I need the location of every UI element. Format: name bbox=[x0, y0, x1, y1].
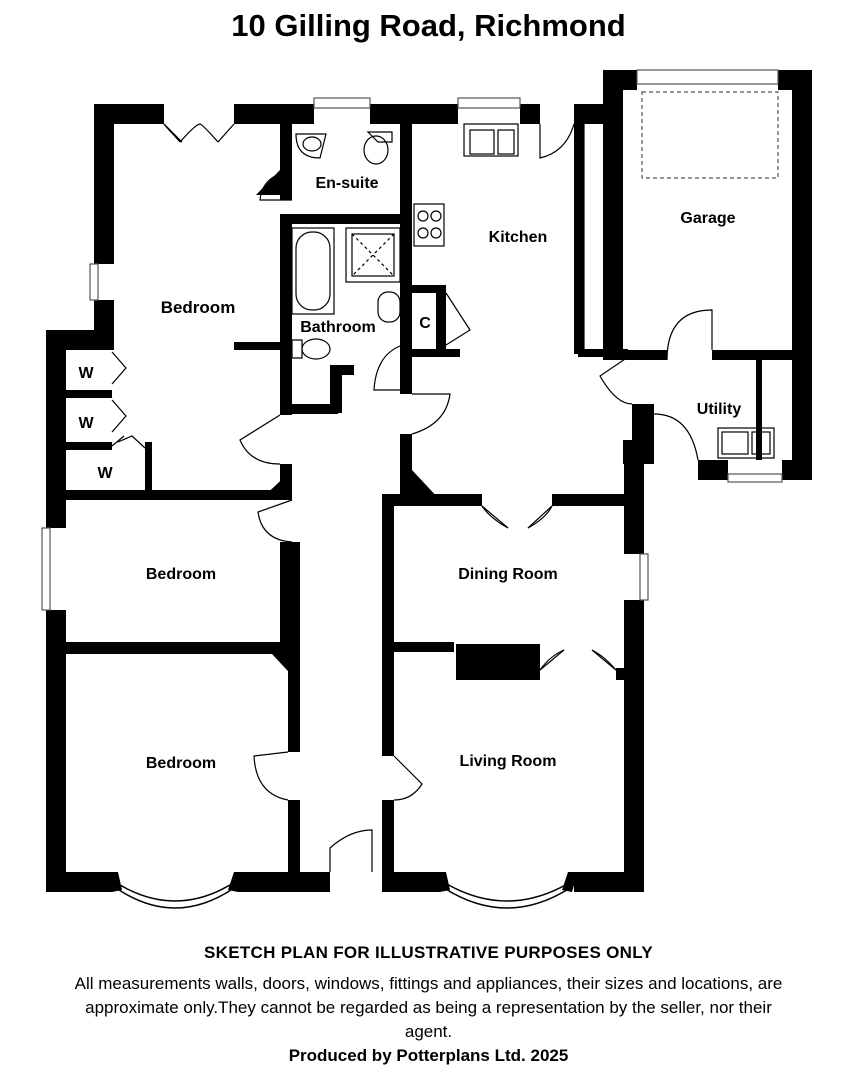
room-label-garage: Garage bbox=[680, 210, 735, 227]
room-label-bedroom-middle: Bedroom bbox=[146, 566, 216, 583]
room-label-bedroom-bottom: Bedroom bbox=[146, 755, 216, 772]
disclaimer-body: All measurements walls, doors, windows, … bbox=[74, 974, 783, 1041]
room-label-living-room: Living Room bbox=[460, 753, 557, 770]
floor-plan: Bedroom En-suite Bathroom Kitchen Garage… bbox=[41, 69, 812, 909]
room-label-kitchen: Kitchen bbox=[489, 229, 548, 246]
room-label-cupboard: C bbox=[419, 315, 431, 332]
walls bbox=[46, 70, 812, 892]
room-label-en-suite: En-suite bbox=[315, 175, 378, 192]
plan-title: 10 Gilling Road, Richmond bbox=[231, 8, 626, 43]
disclaimer-heading: SKETCH PLAN FOR ILLUSTRATIVE PURPOSES ON… bbox=[204, 943, 653, 962]
fixtures bbox=[291, 123, 775, 459]
room-label-wardrobe-1: W bbox=[78, 365, 94, 382]
garage-door-outline bbox=[641, 91, 779, 179]
windows bbox=[41, 69, 783, 611]
doors bbox=[111, 123, 713, 872]
producer-credit: Produced by Potterplans Ltd. 2025 bbox=[288, 1046, 569, 1065]
room-label-bathroom: Bathroom bbox=[300, 319, 376, 336]
bay-windows bbox=[111, 879, 575, 909]
room-label-utility: Utility bbox=[697, 401, 742, 418]
room-label-bedroom-top: Bedroom bbox=[161, 298, 236, 317]
room-label-dining-room: Dining Room bbox=[458, 566, 558, 583]
room-label-wardrobe-3: W bbox=[97, 465, 113, 482]
room-label-wardrobe-2: W bbox=[78, 415, 94, 432]
